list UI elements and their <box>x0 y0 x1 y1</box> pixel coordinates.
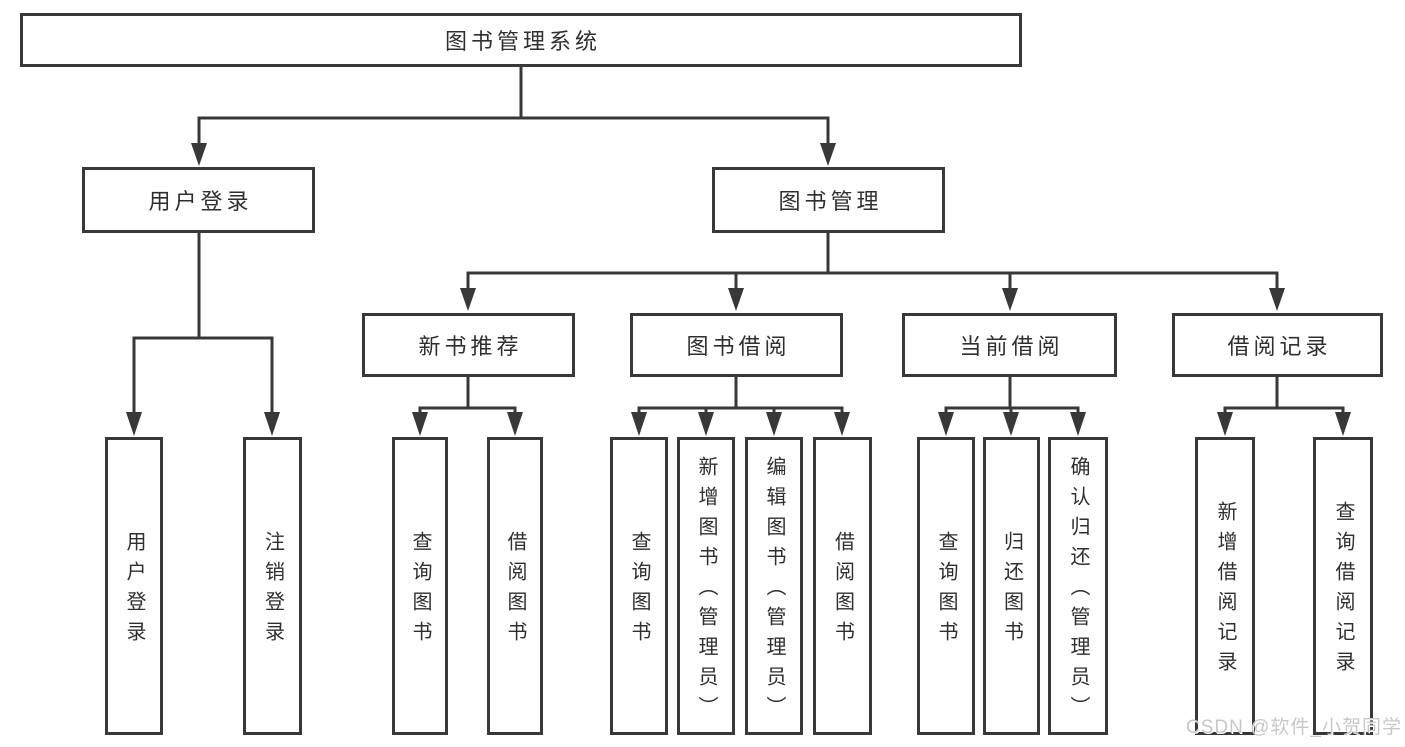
leaf-query-books-recommend-label: 查询图书 <box>409 531 431 651</box>
leaf-borrow-books-label: 借阅图书 <box>831 531 854 651</box>
node-library-system-root: 图书管理系统 <box>20 13 1022 67</box>
csdn-watermark: CSDN @软件_小贺同学 <box>1186 717 1402 738</box>
leaf-query-borrow-record-label: 查询借阅记录 <box>1332 501 1354 681</box>
node-current-borrow-label: 当前借阅 <box>959 334 1064 359</box>
leaf-query-books-borrow: 查询图书 <box>610 437 668 735</box>
node-book-borrow-label: 图书借阅 <box>686 334 791 359</box>
leaf-confirm-return-admin: 确认归还（管理员） <box>1048 437 1108 735</box>
leaf-user-login-label: 用户登录 <box>123 531 145 651</box>
leaf-add-books-admin-label: 新增图书（管理员） <box>695 456 717 726</box>
leaf-query-books-borrow-label: 查询图书 <box>628 531 650 651</box>
node-library-system-root-label: 图书管理系统 <box>444 29 601 54</box>
leaf-add-books-admin: 新增图书（管理员） <box>677 437 735 735</box>
leaf-user-login: 用户登录 <box>105 437 163 735</box>
leaf-borrow-books: 借阅图书 <box>813 437 872 735</box>
node-current-borrow: 当前借阅 <box>902 313 1117 377</box>
leaf-return-books-label: 归还图书 <box>1000 531 1023 651</box>
leaf-add-borrow-record-label: 新增借阅记录 <box>1214 501 1236 681</box>
leaf-logout: 注销登录 <box>243 437 302 735</box>
leaf-borrow-books-recommend-label: 借阅图书 <box>504 531 526 651</box>
node-borrow-records: 借阅记录 <box>1172 313 1383 377</box>
leaf-edit-books-admin-label: 编辑图书（管理员） <box>763 456 785 726</box>
node-user-login: 用户登录 <box>82 167 315 233</box>
leaf-logout-label: 注销登录 <box>261 531 284 651</box>
leaf-query-books-current-label: 查询图书 <box>935 531 957 651</box>
node-book-management: 图书管理 <box>712 167 945 233</box>
leaf-borrow-books-recommend: 借阅图书 <box>487 437 543 735</box>
leaf-add-borrow-record: 新增借阅记录 <box>1195 437 1255 735</box>
leaf-confirm-return-admin-label: 确认归还（管理员） <box>1067 456 1089 726</box>
leaf-return-books: 归还图书 <box>983 437 1040 735</box>
node-user-login-label: 用户登录 <box>148 189 253 214</box>
leaf-edit-books-admin: 编辑图书（管理员） <box>745 437 803 735</box>
node-new-book-recommend-label: 新书推荐 <box>418 334 523 359</box>
node-book-management-label: 图书管理 <box>778 189 883 214</box>
node-book-borrow: 图书借阅 <box>630 313 843 377</box>
leaf-query-books-current: 查询图书 <box>917 437 975 735</box>
leaf-query-books-recommend: 查询图书 <box>392 437 448 735</box>
leaf-query-borrow-record: 查询借阅记录 <box>1313 437 1373 735</box>
node-borrow-records-label: 借阅记录 <box>1227 334 1332 359</box>
node-new-book-recommend: 新书推荐 <box>362 313 575 377</box>
